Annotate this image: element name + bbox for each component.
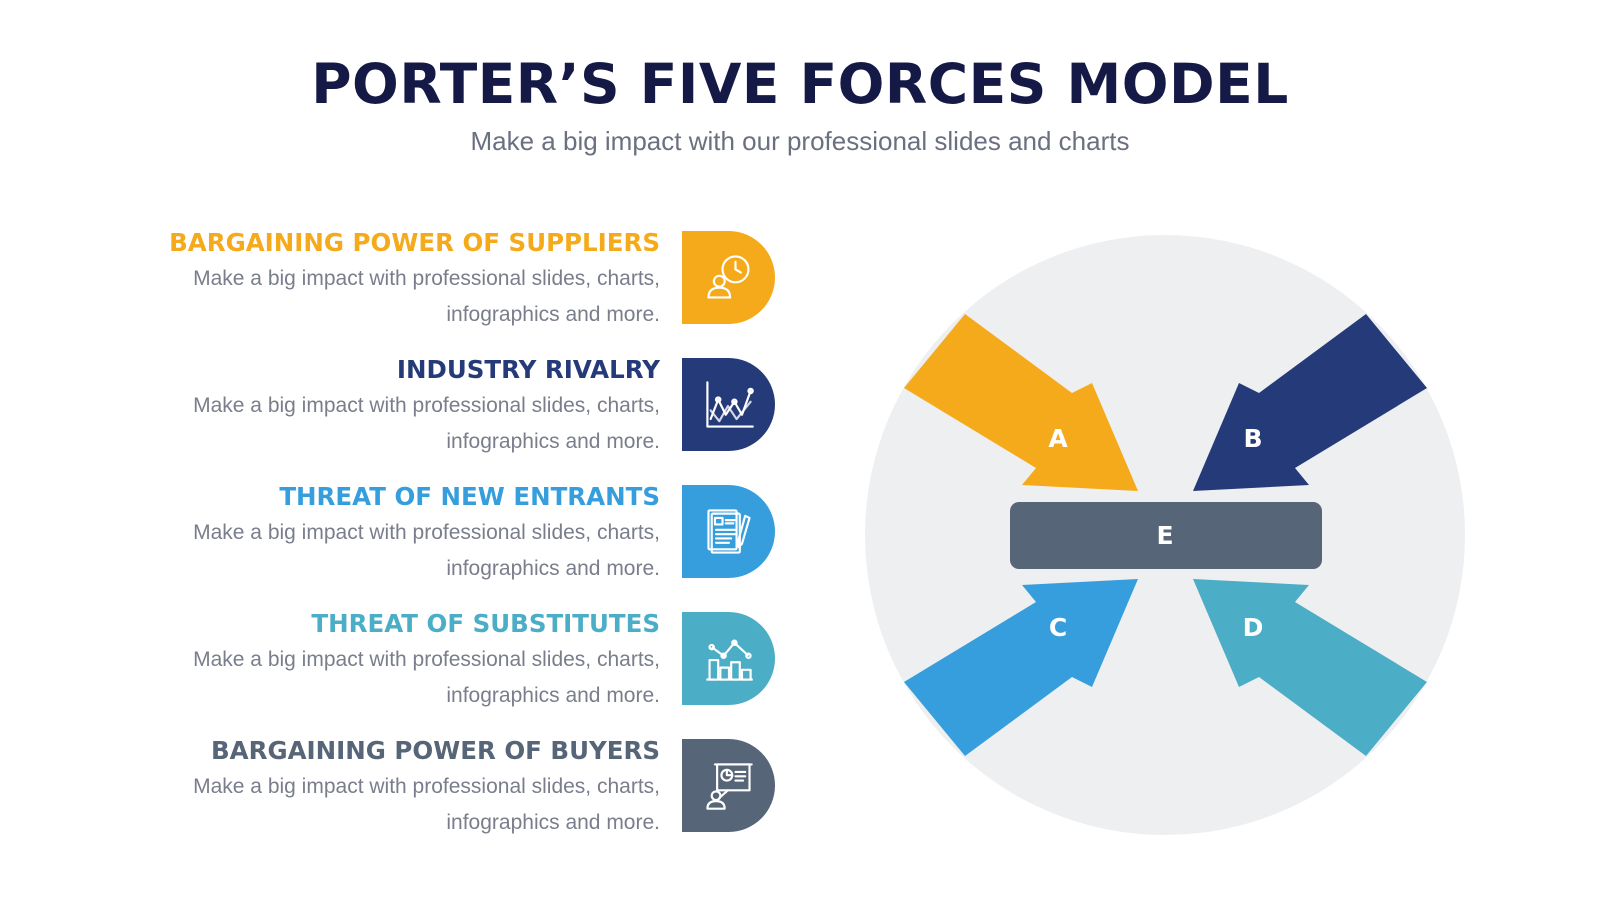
supplier-clock-person-icon <box>706 254 750 299</box>
force-tab-substitutes <box>682 612 775 705</box>
arrow-a <box>904 314 1138 491</box>
label-d: D <box>1243 613 1264 642</box>
force-description: Make a big impact with professional slid… <box>193 521 660 580</box>
arrow-b <box>1193 314 1427 491</box>
force-description: Make a big impact with professional slid… <box>193 394 660 453</box>
force-title: THREAT OF NEW ENTRANTS <box>279 482 660 511</box>
label-e: E <box>1156 521 1173 550</box>
force-item-rivalry: INDUSTRY RIVALRY Make a big impact with … <box>100 355 660 460</box>
force-tab-buyers <box>682 739 775 832</box>
presentation-board-icon <box>705 762 753 810</box>
bar-chart-icon <box>705 639 753 681</box>
force-title: BARGAINING POWER OF BUYERS <box>210 736 660 765</box>
force-description: Make a big impact with professional slid… <box>193 775 660 834</box>
label-b: B <box>1243 424 1262 453</box>
force-title: BARGAINING POWER OF SUPPLIERS <box>169 228 660 257</box>
force-item-substitutes: THREAT OF SUBSTITUTES Make a big impact … <box>100 609 660 714</box>
label-a: A <box>1048 424 1068 453</box>
page-title: PORTER’S FIVE FORCES MODEL <box>311 52 1289 116</box>
page-subtitle: Make a big impact with our professional … <box>470 126 1130 156</box>
label-c: C <box>1049 613 1067 642</box>
force-tab-new-entrants <box>682 485 775 578</box>
force-item-suppliers: BARGAINING POWER OF SUPPLIERS Make a big… <box>100 228 660 333</box>
force-title: INDUSTRY RIVALRY <box>396 355 660 384</box>
line-graph-icon <box>705 380 754 428</box>
force-title: THREAT OF SUBSTITUTES <box>311 609 660 638</box>
arrow-d <box>1193 579 1427 756</box>
force-description: Make a big impact with professional slid… <box>193 648 660 707</box>
force-item-buyers: BARGAINING POWER OF BUYERS Make a big im… <box>100 736 660 841</box>
force-description: Make a big impact with professional slid… <box>193 267 660 326</box>
force-tab-rivalry <box>682 358 775 451</box>
center-box-e <box>1010 502 1322 569</box>
document-pen-icon <box>706 508 751 554</box>
force-tab-suppliers <box>682 231 775 324</box>
force-item-new-entrants: THREAT OF NEW ENTRANTS Make a big impact… <box>100 482 660 587</box>
arrow-c <box>904 579 1138 756</box>
